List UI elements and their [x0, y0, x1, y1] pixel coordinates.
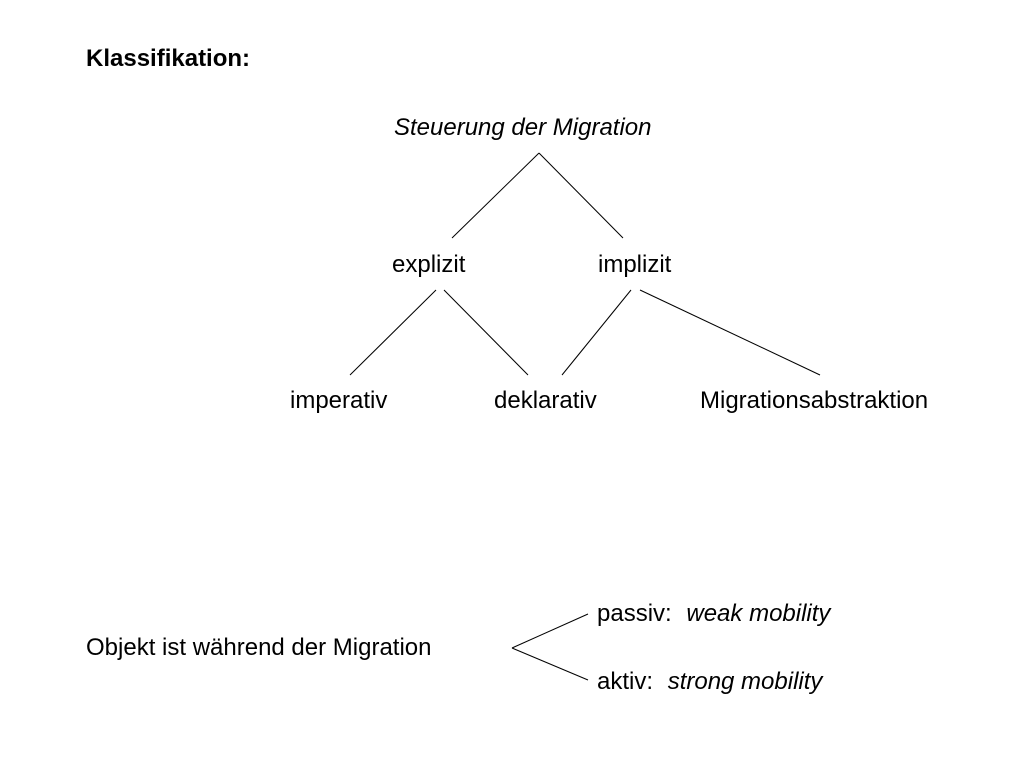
mobility-option-passiv: passiv: weak mobility [597, 600, 830, 628]
edge-implizit-migrationsabstraktion [639, 289, 821, 376]
edge-mobility-passiv [511, 613, 589, 649]
mobility-option-aktiv: aktiv: strong mobility [597, 668, 822, 696]
mobility-option-label: passiv: [597, 600, 672, 627]
edge-explizit-deklarativ [443, 289, 529, 376]
mobility-option-term: strong mobility [667, 668, 823, 695]
edge-implizit-deklarativ [561, 289, 632, 376]
tree-node-explizit: explizit [392, 251, 466, 278]
edge-root-explizit [451, 152, 540, 239]
mobility-option-label: aktiv: [597, 668, 654, 695]
edge-explizit-imperativ [349, 289, 437, 376]
tree-node-implizit: implizit [598, 251, 672, 278]
tree-root-label: Steuerung der Migration [394, 114, 652, 141]
tree-node-migrationsabstraktion: Migrationsabstraktion [700, 387, 929, 414]
heading: Klassifikation: [86, 45, 251, 72]
tree-node-imperativ: imperativ [290, 387, 388, 414]
tree-node-deklarativ: deklarativ [494, 387, 597, 414]
edge-mobility-aktiv [511, 647, 589, 681]
edge-root-implizit [538, 152, 624, 239]
mobility-subject: Objekt ist während der Migration [86, 634, 432, 661]
mobility-option-term: weak mobility [686, 600, 831, 627]
